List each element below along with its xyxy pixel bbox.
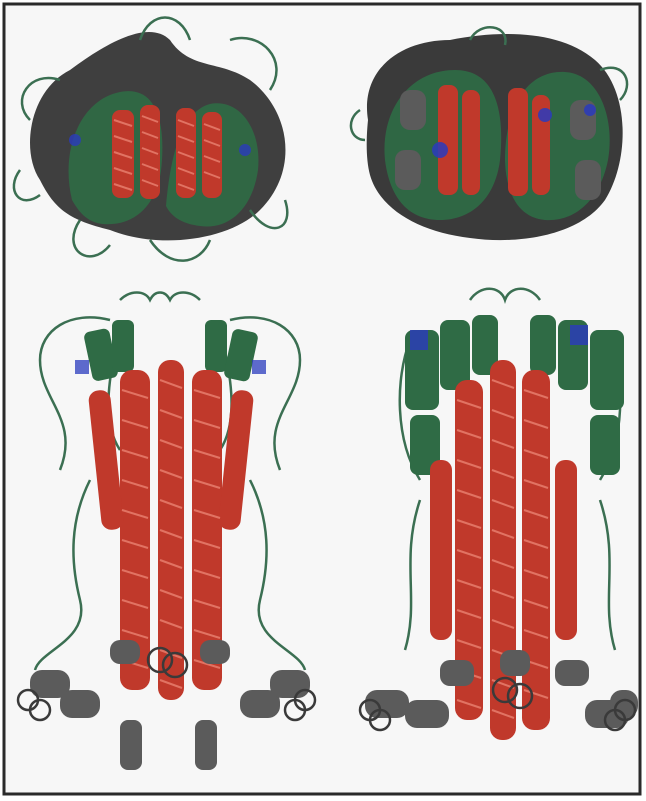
panel-top-right: [351, 27, 627, 240]
